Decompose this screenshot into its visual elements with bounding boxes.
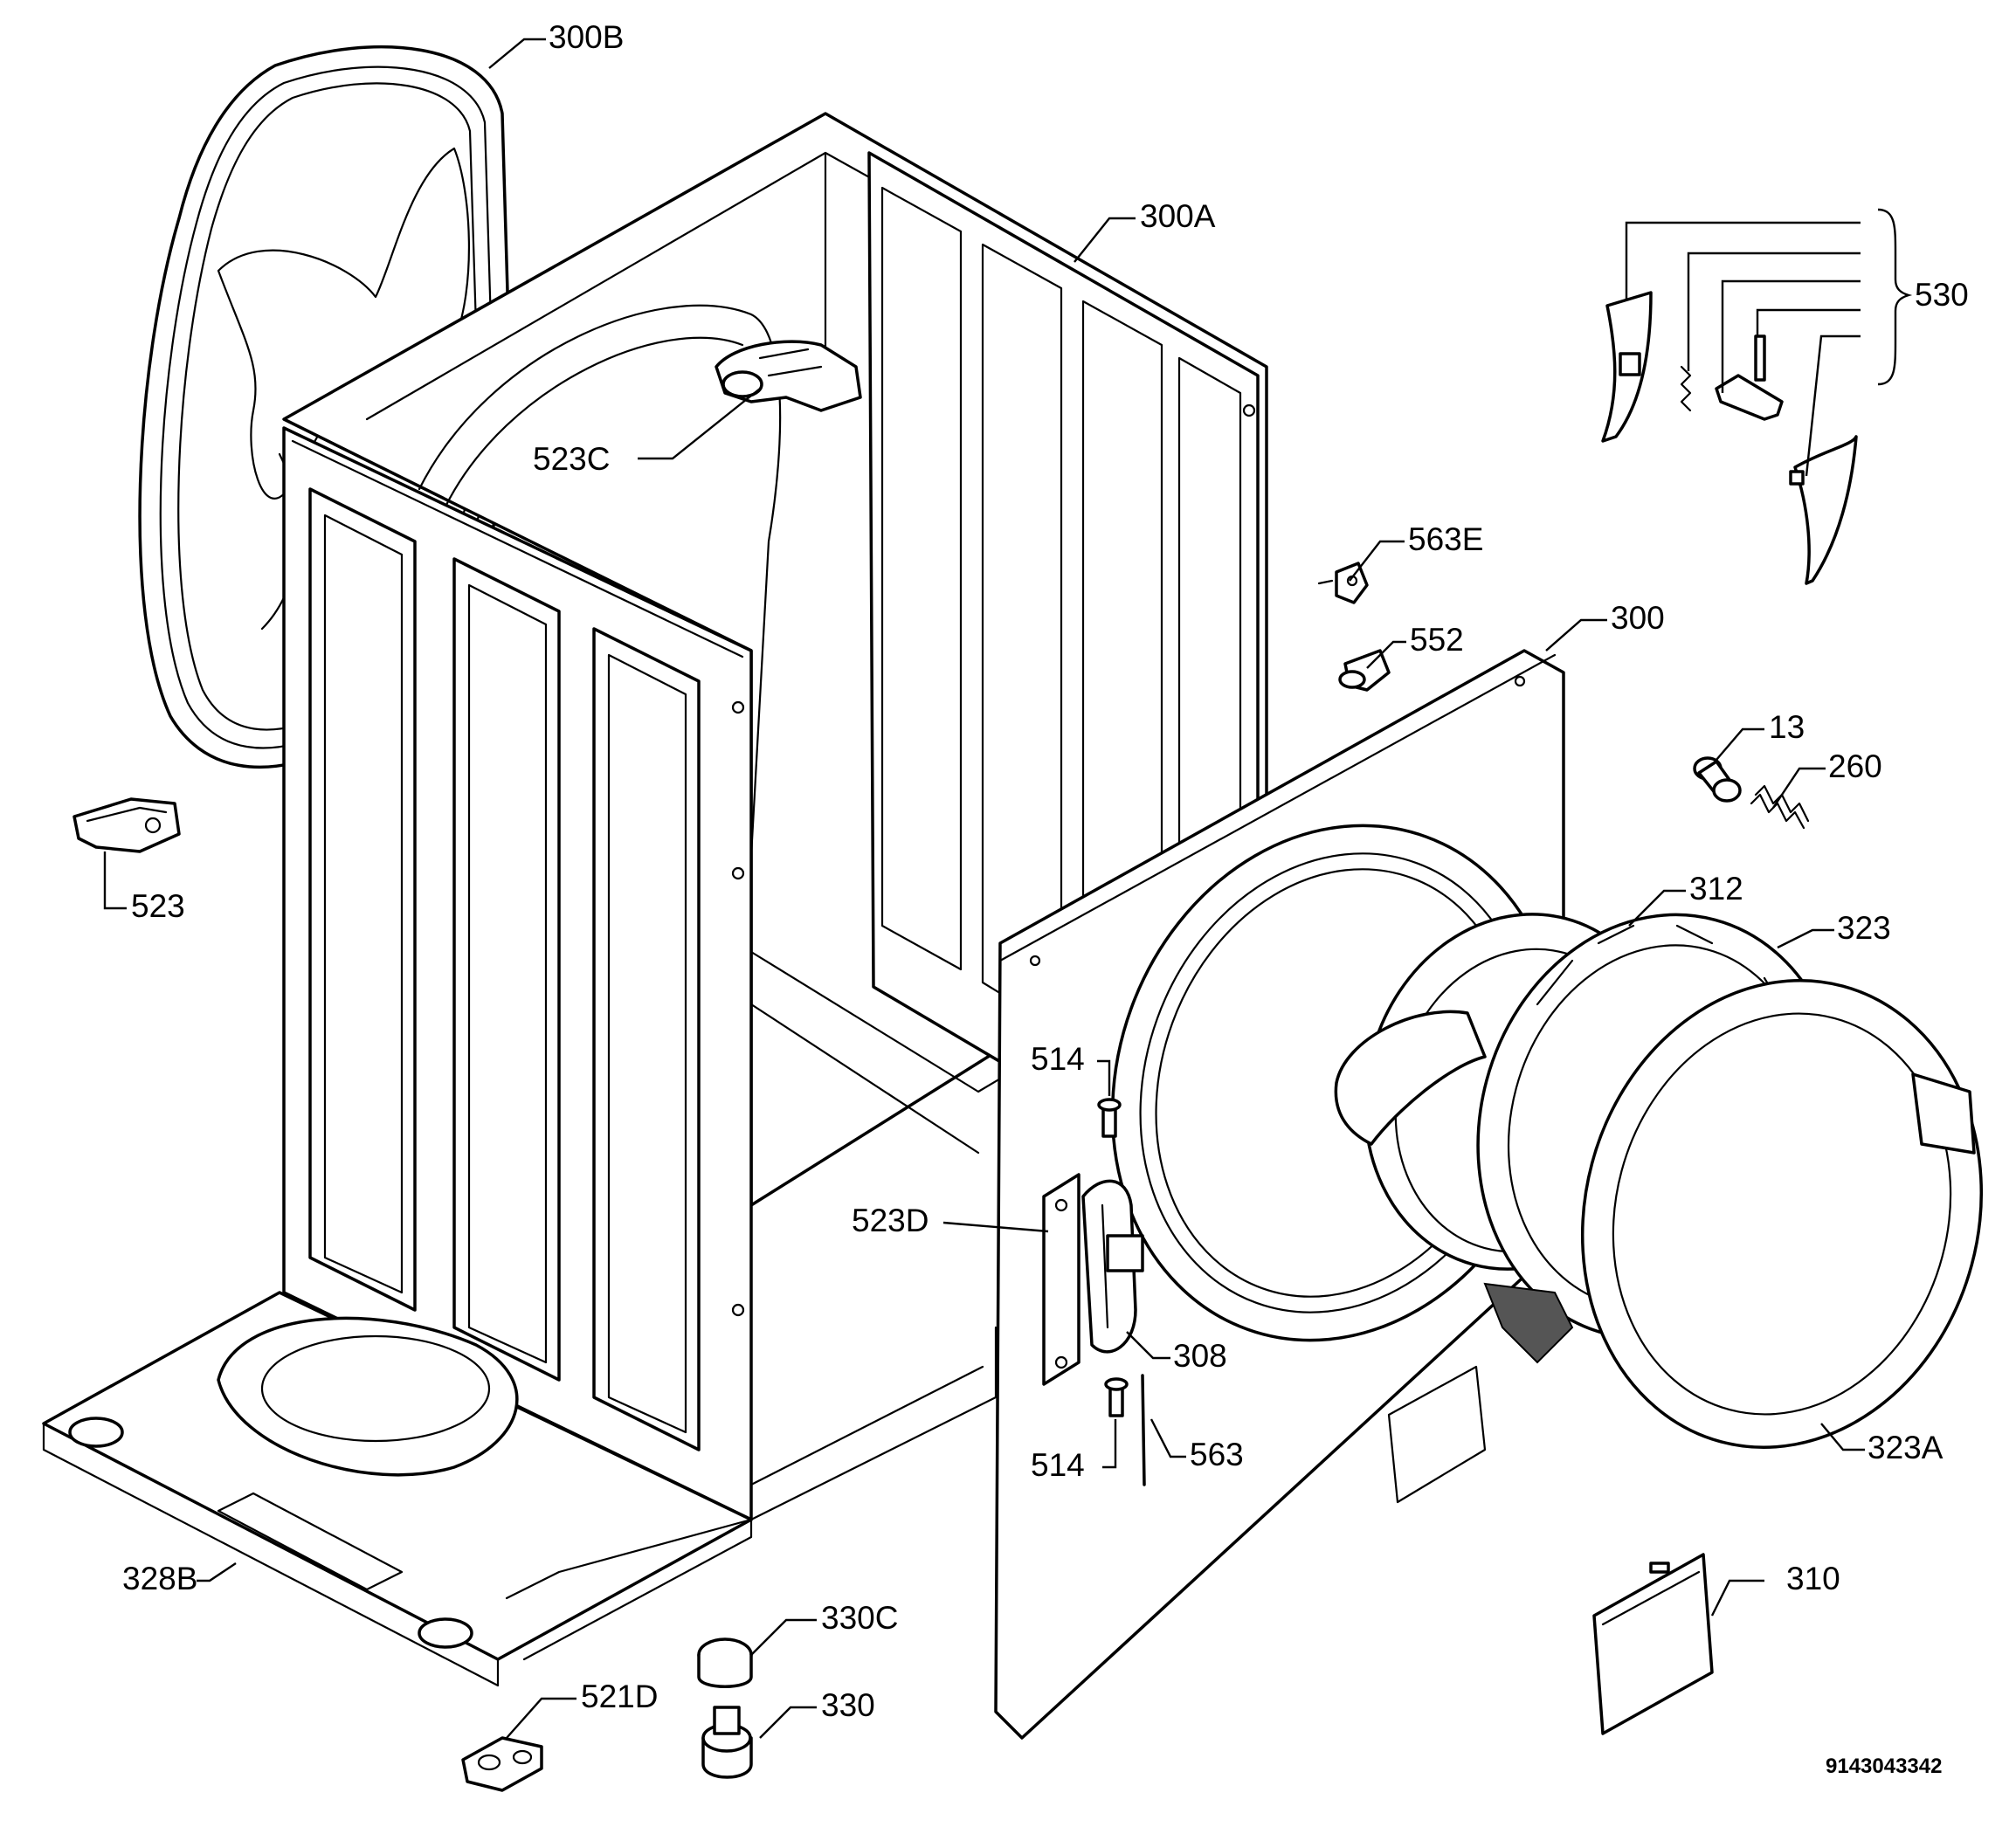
part-563E-switch [1317,562,1369,604]
part-530-door-handle-assembly [1601,291,1858,585]
label-523D: 523D [852,1203,929,1238]
part-308-door-hinge [1081,1179,1144,1354]
part-514-pin-upper [1097,1098,1122,1138]
label-330: 330 [821,1687,875,1723]
label-530: 530 [1915,277,1969,313]
label-523: 523 [131,888,185,924]
label-514-upper: 514 [1031,1041,1085,1077]
part-310-service-flap [1592,1553,1714,1735]
label-308: 308 [1173,1338,1227,1374]
label-13: 13 [1769,709,1805,745]
label-312: 312 [1689,871,1743,907]
part-530-bracket-lines [1625,208,1913,477]
part-552-door-lock [1338,649,1391,692]
part-330-adjustable-foot [701,1706,753,1779]
part-323A-outer-door-ring [1580,979,1984,1449]
label-328B: 328B [122,1561,197,1596]
label-323: 323 [1837,910,1891,946]
part-523C-bracket [715,340,862,412]
label-563E: 563E [1408,521,1483,557]
leader-lines [103,38,1865,1739]
label-521D: 521D [581,1679,658,1714]
label-514-lower: 514 [1031,1447,1085,1483]
label-323A: 323A [1868,1430,1944,1465]
label-300: 300 [1611,600,1665,636]
label-300A: 300A [1140,198,1216,234]
label-330C: 330C [821,1600,898,1636]
part-521D-bracket [461,1736,543,1792]
label-310: 310 [1786,1561,1840,1596]
part-523-bracket [72,797,181,853]
part-330C-foot-cap [697,1637,753,1688]
label-260: 260 [1828,748,1882,784]
label-552: 552 [1410,622,1464,658]
part-523D-hinge-plate [1042,1173,1080,1386]
part-563-rod [1141,1374,1146,1486]
label-300B: 300B [549,19,624,55]
reference-number: 9143043342 [1826,1755,1942,1778]
part-514-pin-lower [1104,1377,1129,1417]
part-260-spring [1750,784,1810,830]
part-13-bushing [1693,756,1742,803]
part-328B-base-plate [42,1291,753,1687]
label-563: 563 [1190,1437,1244,1472]
label-523C: 523C [533,441,610,477]
